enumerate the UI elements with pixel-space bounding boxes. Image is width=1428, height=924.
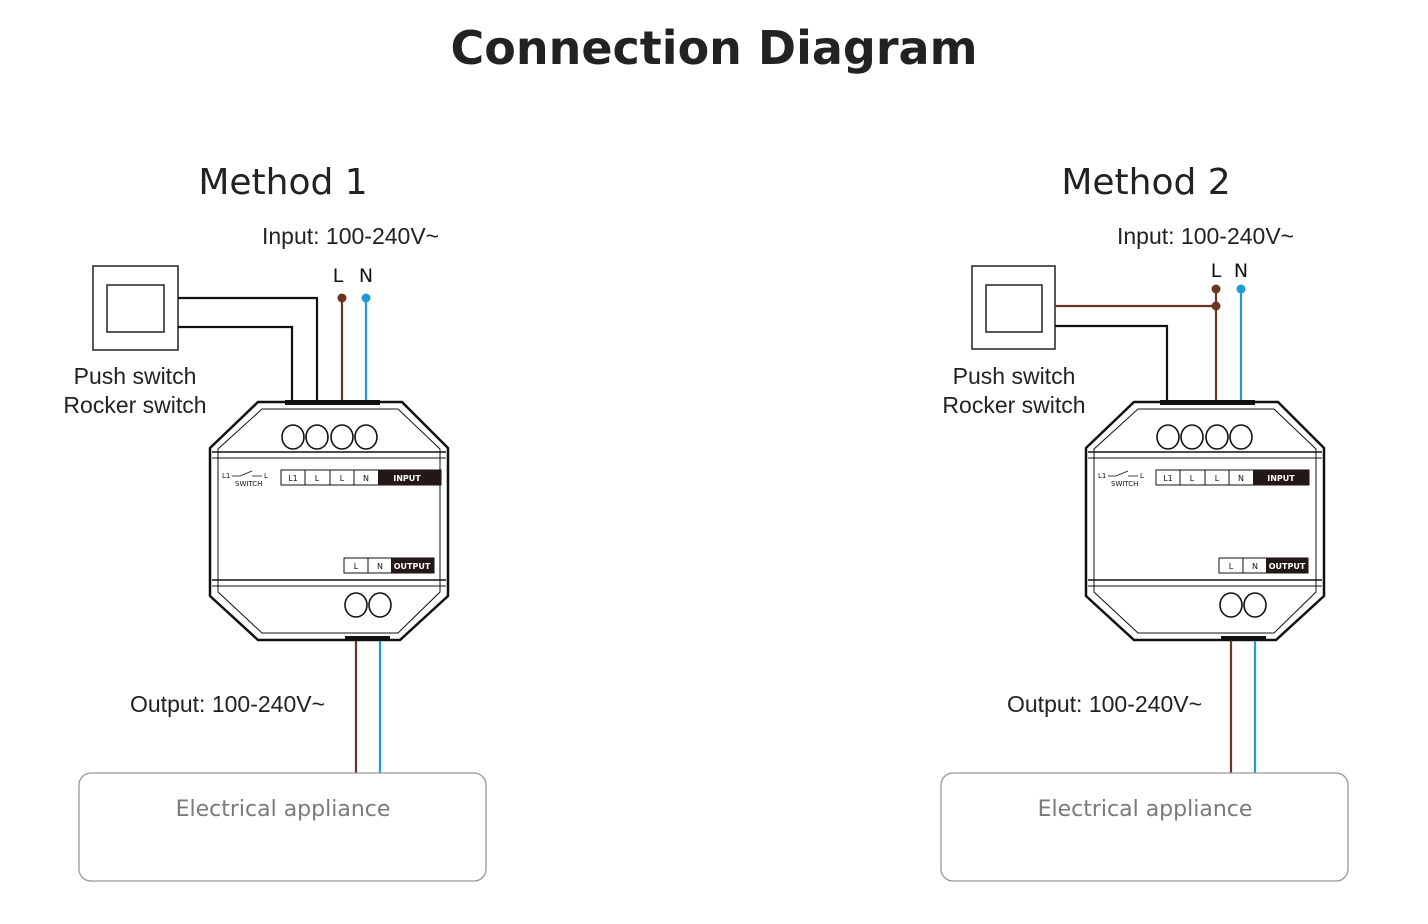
- output-terminal-n: N: [377, 562, 383, 571]
- switch-label-rocker: Rocker switch: [63, 392, 206, 418]
- appliance-box: [78, 772, 487, 882]
- svg-text:L1: L1: [222, 472, 230, 480]
- switch-label-push: Push switch: [953, 363, 1076, 389]
- output-terminal-l: L: [1229, 562, 1234, 571]
- method-heading: Method 1: [198, 162, 367, 203]
- live-junction-dot: [1211, 301, 1221, 311]
- input-label: Input: 100-240V~: [262, 223, 439, 249]
- input-terminal-l: L: [315, 474, 320, 483]
- method-1: Method 1 Input: 100-240V~ L N Push switc…: [63, 162, 487, 882]
- method-2: Method 2 Input: 100-240V~ L N Push switc…: [940, 162, 1349, 882]
- neutral-label: N: [359, 265, 373, 287]
- svg-text:L: L: [1140, 472, 1144, 480]
- input-terminal-n: N: [363, 474, 369, 483]
- output-tag: OUTPUT: [394, 562, 431, 571]
- svg-text:SWITCH: SWITCH: [1111, 480, 1138, 488]
- switch-wires: [178, 296, 319, 402]
- svg-text:L1: L1: [1098, 472, 1106, 480]
- svg-text:L: L: [264, 472, 268, 480]
- input-label: Input: 100-240V~: [1117, 223, 1294, 249]
- dimmer-module: L1 L SWITCH L1 L L N INPUT: [208, 400, 450, 642]
- switch-return-wire: [1055, 324, 1169, 402]
- dimmer-module: L1 L SWITCH L1 L L N INPUT: [1084, 400, 1326, 642]
- neutral-label: N: [1234, 260, 1248, 282]
- output-terminal-l: L: [354, 562, 359, 571]
- input-terminal-l: L: [1190, 474, 1195, 483]
- switch-symbol: L1 L SWITCH: [1098, 470, 1144, 488]
- live-terminal-dot: [1211, 284, 1221, 294]
- input-terminal-l: L: [1215, 474, 1220, 483]
- input-terminal-l1: L1: [288, 474, 298, 483]
- input-terminal-block: L1 L L N INPUT: [1155, 469, 1310, 486]
- output-terminal-n: N: [1252, 562, 1258, 571]
- svg-text:SWITCH: SWITCH: [235, 480, 262, 488]
- method-heading: Method 2: [1061, 162, 1230, 203]
- input-terminal-l1: L1: [1163, 474, 1173, 483]
- wall-switch: [971, 265, 1056, 350]
- switch-symbol: L1 L SWITCH: [222, 470, 268, 488]
- neutral-terminal-dot: [1236, 284, 1246, 294]
- neutral-terminal-dot: [361, 293, 371, 303]
- switch-label-rocker: Rocker switch: [942, 392, 1085, 418]
- switch-label-push: Push switch: [74, 363, 197, 389]
- output-label: Output: 100-240V~: [130, 691, 325, 717]
- wall-switch: [92, 265, 179, 351]
- output-tag: OUTPUT: [1269, 562, 1306, 571]
- output-terminal-block: L N OUTPUT: [343, 557, 435, 574]
- appliance-box: [940, 772, 1349, 882]
- output-label: Output: 100-240V~: [1007, 691, 1202, 717]
- appliance-label: Electrical appliance: [1038, 797, 1253, 822]
- input-terminal-n: N: [1238, 474, 1244, 483]
- input-tag: INPUT: [393, 474, 421, 483]
- line-label: L: [1211, 260, 1222, 282]
- input-tag: INPUT: [1267, 474, 1295, 483]
- output-terminal-block: L N OUTPUT: [1218, 557, 1309, 574]
- input-terminal-l: L: [340, 474, 345, 483]
- appliance-label: Electrical appliance: [176, 797, 391, 822]
- line-label: L: [333, 265, 344, 287]
- live-terminal-dot: [337, 293, 347, 303]
- page-title: Connection Diagram: [450, 21, 977, 75]
- input-terminal-block: L1 L L N INPUT: [280, 469, 442, 486]
